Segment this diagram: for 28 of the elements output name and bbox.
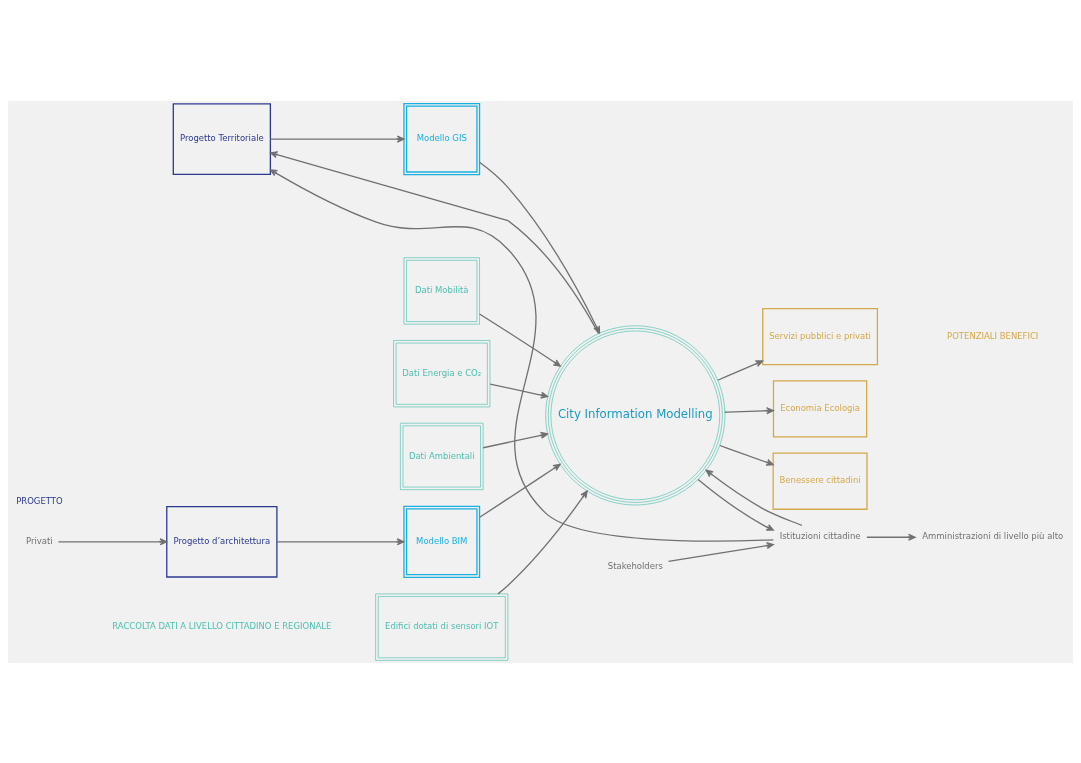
node-text: Privati [26, 535, 53, 546]
label: RACCOLTA DATI A LIVELLO CITTADINO E REGIONALE [112, 620, 332, 631]
arrow [724, 406, 774, 414]
label: PROGETTO [16, 495, 63, 506]
arrow [478, 312, 561, 367]
node-box: Economia Ecologia [772, 379, 868, 438]
node-text: Amministrazioni di livello più alto [922, 530, 1064, 541]
arrow [697, 478, 774, 531]
arrow [705, 469, 803, 526]
arrow [482, 431, 549, 448]
arrow [717, 359, 764, 381]
arrow [479, 463, 561, 518]
arrow [667, 541, 774, 562]
label: POTENZIALI BENEFICI [947, 330, 1039, 341]
node-text: Istituzioni cittadine [779, 530, 861, 541]
node-box: Servizi pubblici e privati [762, 307, 879, 365]
arrow [489, 382, 549, 399]
arrow [269, 135, 405, 143]
arrow [866, 533, 916, 541]
node-text: Stakeholders [607, 560, 663, 571]
node-box: Progetto Territoriale [172, 102, 272, 175]
arrow [719, 444, 774, 466]
node-box: Benessere cittadini [772, 452, 868, 510]
node-box: Progetto d’architettura [166, 505, 278, 578]
arrow [497, 490, 588, 594]
arrow [269, 168, 774, 542]
arrow [276, 537, 405, 545]
arrow [57, 537, 168, 545]
